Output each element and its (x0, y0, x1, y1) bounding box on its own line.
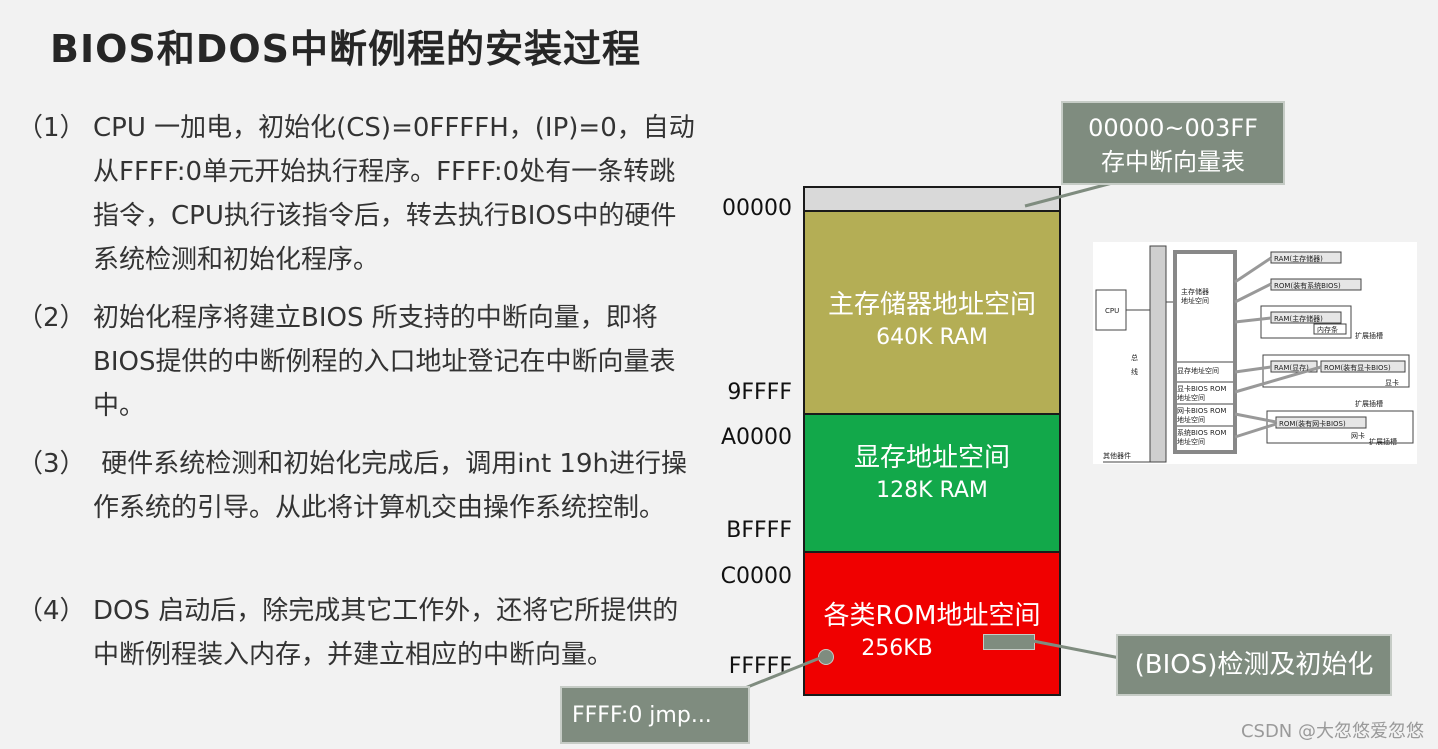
main-memory-label: 主存储器地址空间 (827, 290, 1036, 320)
ram-vram-label: RAM(显存) (1274, 363, 1309, 372)
ivt-callout-range: 00000~003FF (1088, 114, 1258, 142)
other-devices-label: 其他器件 (1103, 451, 1131, 460)
address-c0000: C0000 (720, 564, 792, 589)
main-memory-block: 主存储器地址空间 640K RAM (803, 210, 1061, 415)
watermark: CSDN @大忽悠爱忽悠 (1240, 721, 1424, 742)
address-a0000: A0000 (720, 425, 792, 450)
slide-title: BIOS和DOS中断例程的安装过程 (50, 27, 641, 71)
main-mem-space-label-2: 地址空间 (1181, 296, 1209, 305)
expansion-slot-label-1: 扩展插槽 (1355, 331, 1383, 340)
main-memory-size: 640K RAM (876, 325, 988, 350)
nbios-space-label-2: 地址空间 (1177, 415, 1205, 424)
ram-main-label: RAM(主存储器) (1274, 254, 1323, 263)
memory-stick-label: 内存条 (1317, 325, 1338, 334)
address-bffff: BFFFF (726, 518, 792, 543)
step-4-text: DOS 启动后，除完成其它工作外，还将它所提供的中断例程装入内存，并建立相应的中… (93, 596, 679, 670)
rom-block: 各类ROM地址空间 256KB (803, 551, 1061, 696)
video-memory-size: 128K RAM (876, 478, 988, 503)
rom-label: 各类ROM地址空间 (823, 601, 1041, 631)
step-2: （2）初始化程序将建立BIOS 所支持的中断向量，即将BIOS提供的中断例程的入… (17, 296, 695, 428)
vbios-space-label-1: 显卡BIOS ROM (1177, 384, 1226, 393)
bus-label-1: 总 (1131, 353, 1138, 362)
step-3-text: 硬件系统检测和初始化完成后，调用int 19h进行操作系统的引导。从此将计算机交… (93, 449, 687, 523)
video-memory-block: 显存地址空间 128K RAM (803, 413, 1061, 553)
rom-nbios-label: ROM(装有网卡BIOS) (1279, 419, 1346, 428)
vbios-space-label-2: 地址空间 (1177, 393, 1205, 402)
ivt-callout: 00000~003FF 存中断向量表 (1061, 101, 1285, 185)
sbios-space-label-2: 地址空间 (1177, 437, 1205, 446)
sbios-space-label-1: 系统BIOS ROM (1177, 428, 1226, 437)
step-3: （3） 硬件系统检测和初始化完成后，调用int 19h进行操作系统的引导。从此将… (17, 442, 695, 530)
address-00000: 00000 (722, 196, 792, 221)
main-mem-space-label-1: 主存储器 (1181, 287, 1209, 296)
rom-size: 256KB (861, 636, 933, 661)
ivt-callout-desc: 存中断向量表 (1101, 148, 1245, 176)
video-memory-label: 显存地址空间 (853, 443, 1010, 473)
ram-main-label-2: RAM(主存储器) (1274, 314, 1323, 323)
step-3-number: （3） (17, 449, 86, 479)
nbios-space-label-1: 网卡BIOS ROM (1177, 406, 1226, 415)
jmp-callout: FFFF:0 jmp... (560, 686, 750, 744)
step-1: （1）CPU 一加电，初始化(CS)=0FFFFH，(IP)=0，自动从FFFF… (17, 106, 695, 282)
step-1-text: CPU 一加电，初始化(CS)=0FFFFH，(IP)=0，自动从FFFF:0单… (93, 113, 695, 275)
expansion-slot-label-3: 扩展插槽 (1369, 437, 1397, 446)
address-space-bus-diagram: CPU 总 线 其他器件 主存储器 地址空间 显存地址空间 显卡BIOS ROM… (1093, 242, 1417, 464)
cpu-label: CPU (1105, 307, 1119, 315)
step-4-number: （4） (17, 596, 86, 626)
bios-callout: (BIOS)检测及初始化 (1116, 634, 1392, 696)
rom-vbios-label: ROM(装有显卡BIOS) (1324, 363, 1391, 372)
step-2-number: （2） (17, 303, 86, 333)
vram-space-label: 显存地址空间 (1177, 366, 1219, 375)
step-2-text: 初始化程序将建立BIOS 所支持的中断向量，即将BIOS提供的中断例程的入口地址… (93, 303, 676, 421)
step-4: （4）DOS 启动后，除完成其它工作外，还将它所提供的中断例程装入内存，并建立相… (17, 589, 695, 677)
address-9ffff: 9FFFF (727, 380, 792, 405)
video-card-label: 显卡 (1385, 378, 1399, 387)
rom-sys-bios-label: ROM(装有系统BIOS) (1274, 281, 1341, 290)
network-card-label: 网卡 (1351, 431, 1365, 440)
bus-label-2: 线 (1131, 367, 1138, 376)
expansion-slot-label-2: 扩展插槽 (1355, 399, 1383, 408)
step-1-number: （1） (17, 113, 86, 143)
